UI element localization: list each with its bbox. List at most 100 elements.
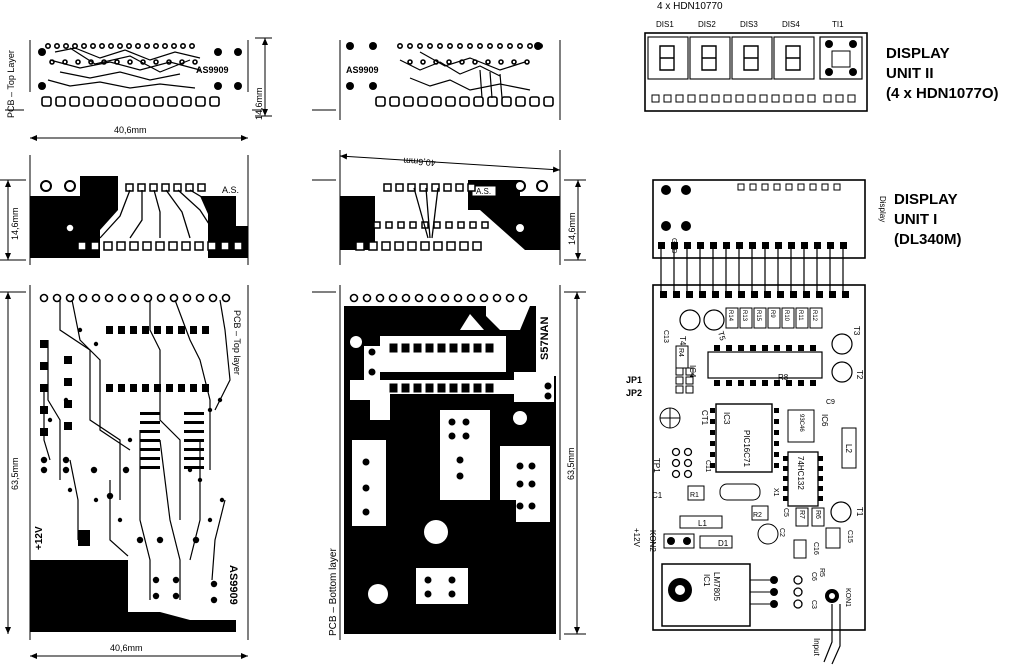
pin [140, 439, 160, 442]
pin [762, 345, 768, 351]
pad [683, 458, 693, 468]
pin [184, 412, 204, 415]
pin [106, 384, 113, 392]
pad [449, 383, 458, 393]
pad [182, 293, 192, 303]
pad [467, 183, 476, 192]
resistor-label: R10 [783, 310, 789, 322]
pad [445, 221, 453, 229]
copper-pour [340, 196, 375, 250]
pad [413, 383, 422, 393]
pad [64, 378, 72, 386]
via [207, 407, 213, 413]
via [93, 497, 99, 503]
pad [492, 293, 502, 303]
pad [69, 96, 80, 107]
via [44, 42, 51, 49]
pad [40, 466, 48, 474]
pad [456, 472, 464, 480]
pin [130, 326, 137, 334]
pad [675, 376, 684, 385]
pad [456, 456, 464, 464]
pad [528, 480, 536, 488]
via [524, 59, 530, 65]
pin [154, 384, 161, 392]
pad [683, 447, 693, 457]
pad [749, 183, 757, 191]
pad [425, 383, 434, 393]
pcb-top-middle: AS9909 [312, 40, 561, 120]
width-dimension: 40,6mm [403, 156, 436, 168]
pad [409, 221, 417, 229]
pad [683, 469, 693, 479]
pin [710, 441, 715, 446]
pad [195, 293, 205, 303]
pad [104, 293, 114, 303]
label-c5: C5 [782, 508, 789, 517]
pad [783, 94, 792, 103]
regulator-pads [750, 575, 803, 609]
layer-label: PCB – Top layer [232, 310, 242, 375]
label-c15: C15 [846, 530, 853, 543]
pad [427, 293, 437, 303]
label-r2: R2 [753, 512, 762, 519]
initials: A.S. [476, 187, 491, 196]
board-code: AS9909 [196, 65, 229, 75]
pad [793, 575, 803, 585]
pad [97, 96, 108, 107]
via [446, 59, 452, 65]
via [127, 437, 133, 443]
width-dimension: 40,6mm [110, 643, 143, 653]
label-kon2: KON2 [648, 530, 657, 552]
via [63, 397, 69, 403]
pad [651, 94, 660, 103]
pad [675, 385, 684, 394]
pin [190, 326, 197, 334]
trace-network [413, 187, 439, 239]
via [117, 42, 124, 49]
pin [710, 408, 715, 413]
label-r4: R4 [677, 348, 684, 357]
pad [181, 96, 192, 107]
pad [349, 293, 359, 303]
pad [723, 94, 732, 103]
pin [818, 496, 823, 501]
pad [473, 96, 484, 107]
board-code: AS9909 [346, 65, 379, 75]
pad [711, 94, 720, 103]
via-field [47, 327, 225, 523]
pad [801, 242, 808, 249]
pad [381, 241, 391, 251]
via [153, 42, 160, 49]
pad [64, 400, 72, 408]
via [144, 42, 151, 49]
pad [528, 502, 536, 510]
via [217, 397, 223, 403]
via [436, 42, 443, 49]
pad [172, 592, 180, 600]
trace-network [99, 189, 233, 239]
pad [833, 183, 841, 191]
pad [197, 183, 206, 192]
via [62, 42, 69, 49]
pad [671, 447, 681, 457]
pad [40, 362, 48, 370]
pad [142, 241, 152, 251]
height-dimension: 14,6mm [10, 207, 20, 240]
resistor-label: R11 [797, 310, 803, 321]
width-dimension: 40,6mm [114, 125, 147, 135]
pin [184, 457, 204, 460]
pad [485, 383, 494, 393]
label-l1: L1 [698, 519, 707, 528]
label-jp1: JP1 [626, 375, 642, 385]
pin [774, 430, 779, 435]
pad [462, 418, 470, 426]
pad [469, 221, 477, 229]
pad [173, 183, 182, 192]
pad [394, 241, 404, 251]
via [506, 42, 513, 49]
pad [687, 94, 696, 103]
label-r6: R6 [814, 510, 821, 519]
